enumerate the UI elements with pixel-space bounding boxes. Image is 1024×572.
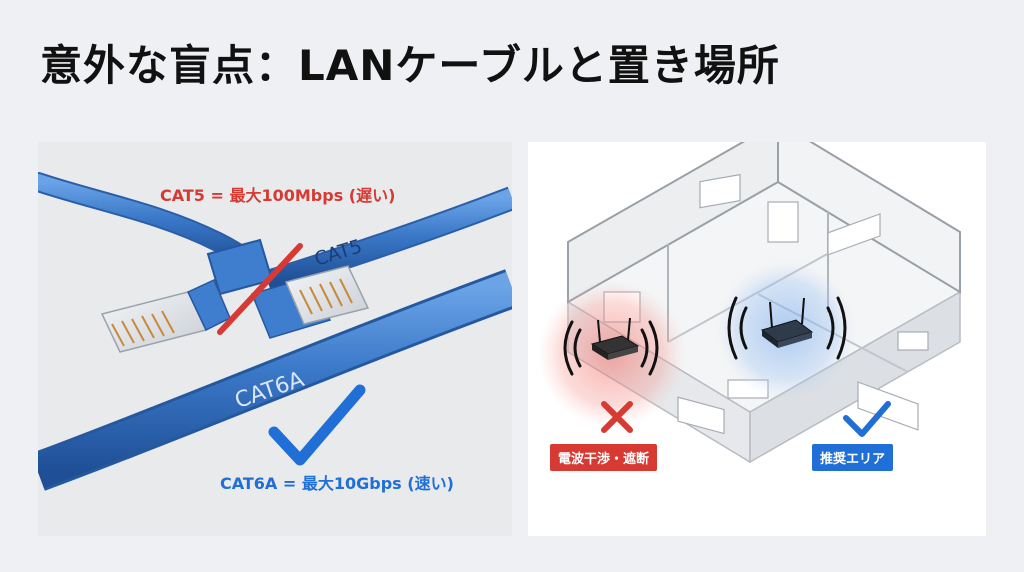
interference-badge: 電波干渉・遮断 (550, 444, 658, 471)
cat5-strike-line (217, 243, 303, 335)
rj45-plug-left (100, 278, 231, 353)
router-placement-panel: 電波干渉・遮断 推奨エリア (528, 142, 986, 536)
cable-illustration (38, 172, 512, 491)
slide-title: 意外な盲点：LANケーブルと置き場所 (40, 41, 780, 90)
wifi-waves-icon (563, 320, 659, 376)
recommended-area-badge: 推奨エリア (812, 444, 894, 471)
rj45-plug-right (250, 265, 370, 339)
cat5-spec-label: CAT5 = 最大100Mbps (遅い) (160, 186, 396, 205)
router-icon (760, 297, 814, 348)
check-mark-icon (268, 384, 366, 466)
x-mark-icon (601, 401, 633, 433)
cable-comparison-panel: CAT5 = 最大100Mbps (遅い) CAT5 CAT6A CAT6A =… (38, 142, 512, 536)
cat6a-spec-label: CAT6A = 最大10Gbps (速い) (220, 474, 454, 493)
floor-plan-illustration (538, 142, 962, 464)
wifi-waves-icon (727, 296, 847, 360)
furniture (603, 173, 929, 435)
check-mark-icon (843, 401, 891, 437)
router-icon (590, 317, 640, 360)
